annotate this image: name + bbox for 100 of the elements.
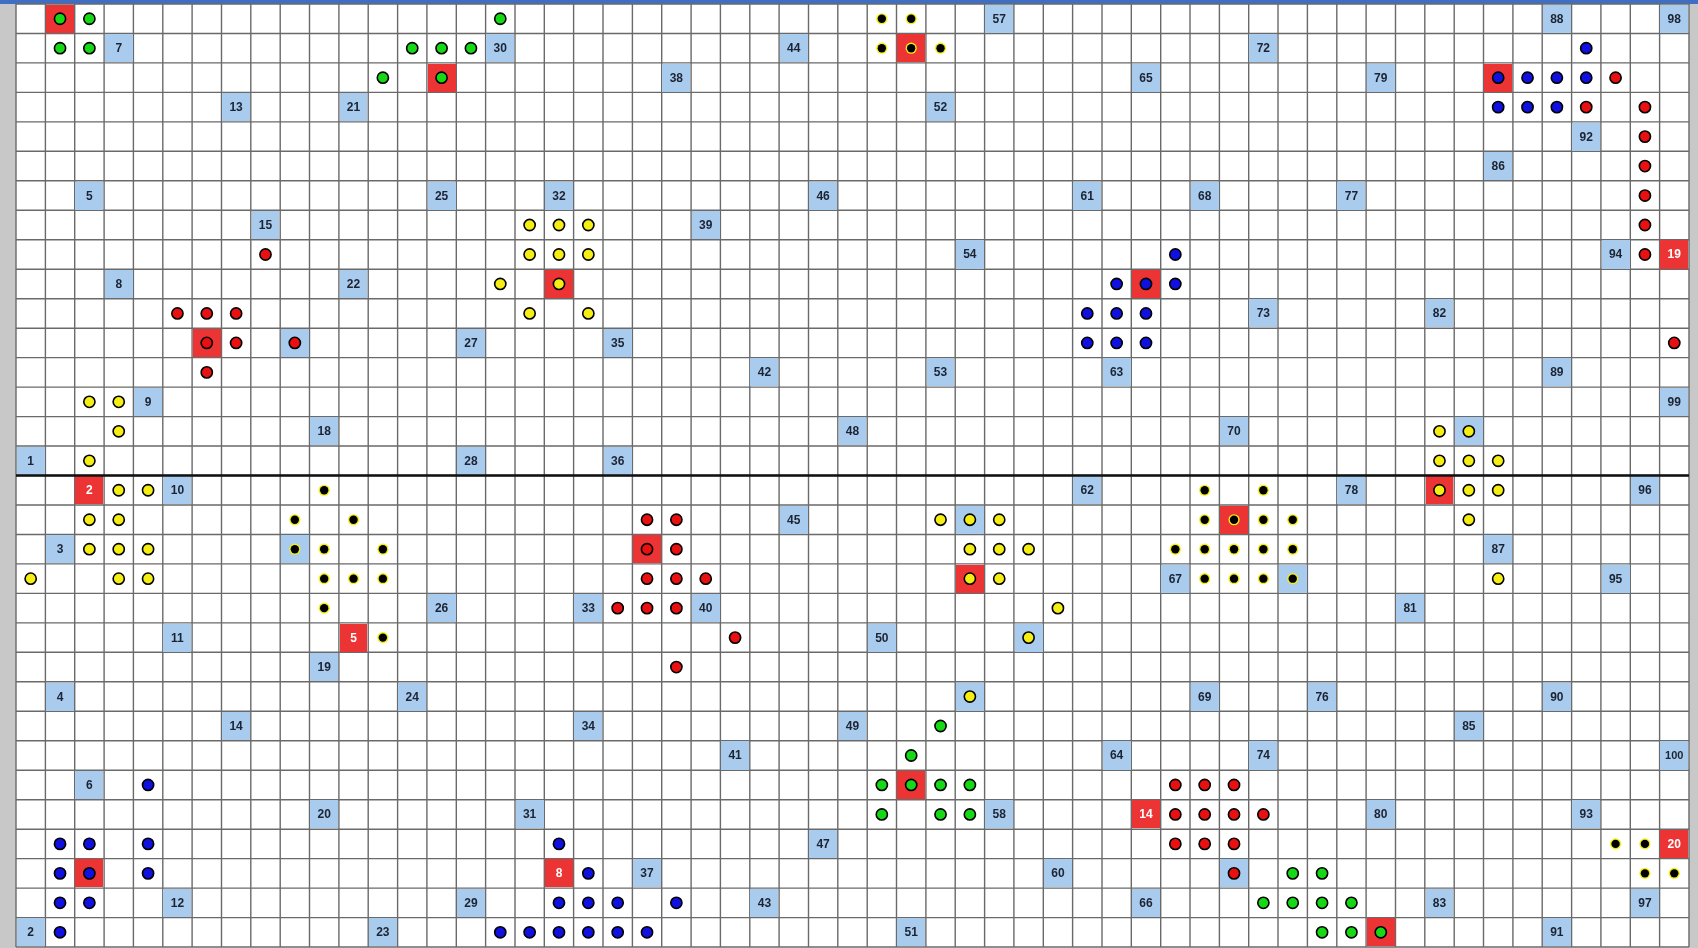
cell-number: 58 <box>992 807 1006 822</box>
numbered-cell <box>1220 417 1248 446</box>
numbered-cell <box>1660 240 1689 269</box>
cell-number: 70 <box>1227 424 1241 439</box>
cell-number: 30 <box>493 41 507 56</box>
cell-number: 46 <box>816 188 830 203</box>
cell-number: 77 <box>1344 188 1359 203</box>
numbered-cell <box>427 594 456 623</box>
cell-number: 94 <box>1608 247 1623 262</box>
numbered-cell <box>1102 741 1131 770</box>
cell-number: 32 <box>552 188 566 203</box>
cell-number: 100 <box>1665 748 1684 763</box>
cell-number: 26 <box>434 601 449 616</box>
numbered-cell <box>46 535 74 564</box>
cell-number: 95 <box>1608 571 1623 586</box>
cell-number: 54 <box>963 247 977 262</box>
cell-number: 5 <box>86 188 93 203</box>
cell-number: 52 <box>933 100 948 115</box>
cell-number: 19 <box>317 660 331 675</box>
cell-number: 41 <box>728 748 742 763</box>
numbered-cell <box>1308 682 1337 711</box>
cell-number: 45 <box>787 512 801 527</box>
numbered-cell <box>1572 122 1601 151</box>
cell-number: 96 <box>1638 483 1652 498</box>
numbered-cell <box>398 682 427 711</box>
cell-number: 97 <box>1638 895 1652 910</box>
cell-number: 89 <box>1550 365 1564 380</box>
numbered-cell <box>163 623 192 652</box>
cell-number: 90 <box>1550 689 1564 704</box>
cell-number: 76 <box>1315 689 1329 704</box>
numbered-cell <box>1043 859 1072 888</box>
cell-number: 67 <box>1168 571 1182 586</box>
numbered-cell <box>750 358 779 387</box>
numbered-cell <box>897 918 926 947</box>
numbered-cell <box>163 476 192 505</box>
numbered-cell <box>1484 535 1513 564</box>
numbered-cell <box>1425 299 1454 328</box>
numbered-cell <box>1660 4 1689 33</box>
cell-number: 23 <box>376 925 390 940</box>
numbered-cell <box>1572 800 1601 829</box>
cell-number: 2 <box>86 483 93 498</box>
numbered-cell <box>1132 63 1160 92</box>
numbered-cell <box>1132 800 1160 829</box>
cell-number: 20 <box>317 807 331 822</box>
cell-number: 11 <box>171 630 184 645</box>
cell-number: 47 <box>816 836 830 851</box>
numbered-cell <box>633 859 661 888</box>
numbered-cell <box>1073 181 1102 210</box>
cell-number: 81 <box>1403 601 1417 616</box>
cell-number: 93 <box>1579 807 1593 822</box>
cell-number: 80 <box>1374 807 1388 822</box>
cell-number: 29 <box>464 895 478 910</box>
numbered-cell <box>1660 741 1689 770</box>
cell-number: 69 <box>1197 689 1212 704</box>
cell-number: 2 <box>27 925 34 940</box>
cell-number: 1 <box>27 453 34 468</box>
cell-number: 8 <box>115 276 123 291</box>
cell-number: 3 <box>56 542 64 557</box>
numbered-cell <box>662 63 691 92</box>
numbered-cell <box>75 476 104 505</box>
cell-number: 50 <box>875 630 889 645</box>
cell-number: 24 <box>405 689 419 704</box>
cell-number: 72 <box>1256 41 1271 56</box>
cell-number: 62 <box>1080 483 1094 498</box>
numbered-cell <box>838 417 867 446</box>
cell-number: 82 <box>1432 306 1447 321</box>
numbered-cell <box>574 711 603 741</box>
numbered-cell <box>1132 888 1160 917</box>
cell-number: 20 <box>1667 836 1681 851</box>
cell-number: 21 <box>346 100 361 115</box>
cell-number: 18 <box>317 424 331 439</box>
numbered-cell <box>310 800 339 829</box>
numbered-cell <box>1396 594 1425 623</box>
cell-number: 39 <box>699 218 713 232</box>
cell-number: 37 <box>640 866 654 881</box>
cell-number: 35 <box>610 335 625 350</box>
numbered-cell <box>310 417 339 446</box>
cell-number: 42 <box>757 365 772 380</box>
cell-number: 14 <box>229 719 243 733</box>
cell-number: 74 <box>1256 748 1271 763</box>
numbered-cell <box>486 34 515 63</box>
cell-number: 25 <box>434 188 449 203</box>
numbered-cell <box>134 387 163 416</box>
numbered-cell <box>1660 387 1689 416</box>
numbered-cell <box>750 888 779 917</box>
cell-number: 5 <box>350 630 357 645</box>
numbered-cell <box>1249 299 1278 328</box>
cell-number: 99 <box>1667 394 1681 409</box>
numbered-cell <box>1542 918 1571 947</box>
cell-number: 63 <box>1109 365 1124 380</box>
cell-number: 88 <box>1550 11 1564 26</box>
cell-number: 51 <box>904 925 918 940</box>
numbered-cell <box>1249 34 1278 63</box>
numbered-cell <box>809 829 838 858</box>
cell-number: 31 <box>522 807 537 822</box>
numbered-cell <box>1366 800 1395 829</box>
cell-number: 4 <box>56 689 64 704</box>
cell-number: 34 <box>581 719 595 733</box>
numbered-cell <box>310 653 339 682</box>
numbered-cell <box>1542 358 1571 387</box>
